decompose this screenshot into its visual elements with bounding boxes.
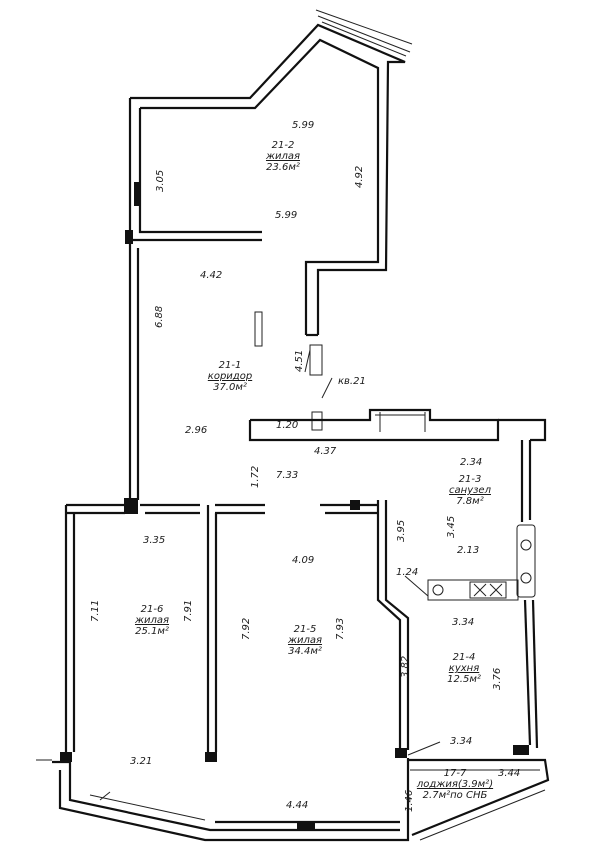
- room-number: 21-5: [293, 624, 317, 635]
- room-area: 23.6м²: [266, 162, 300, 173]
- room-number: 17-7: [443, 768, 467, 779]
- room-number: 21-4: [452, 652, 476, 663]
- room-number: 21-1: [218, 360, 242, 371]
- room-number: 21-6: [140, 604, 164, 615]
- dimension-label: 4.37: [314, 446, 337, 457]
- dimension-label: 7.33: [276, 470, 299, 481]
- dimension-label: 3.34: [452, 617, 475, 628]
- room-type: кухня: [448, 663, 480, 674]
- dimension-label: 7.92: [241, 617, 252, 640]
- dimension-label: 7.11: [90, 599, 101, 622]
- room-area: 2.7м²по СНБ: [422, 790, 488, 801]
- dimension-label: 4.09: [292, 555, 315, 566]
- dimension-label: 3.21: [130, 756, 153, 767]
- walls-bedrooms: [36, 498, 410, 842]
- room-21-2-label: 21-2 жилая 23.6м²: [266, 140, 300, 173]
- dimension-label: 2.34: [460, 457, 483, 468]
- room-number: 21-3: [458, 474, 482, 485]
- room-area: 7.8м²: [456, 496, 484, 507]
- room-21-5-label: 21-5 жилая 34.4м²: [288, 624, 322, 657]
- dimension-label: 4.44: [286, 800, 309, 811]
- room-21-3-label: 21-3 санузел 7.8м²: [449, 474, 491, 507]
- room-type: коридор: [207, 371, 253, 382]
- dimension-label: 3.35: [143, 535, 166, 546]
- room-type: жилая: [265, 151, 301, 162]
- walls-kitchen-21-4: [376, 500, 539, 755]
- dimension-label: 3.95: [396, 519, 407, 542]
- walls-room-21-2: [125, 9, 413, 337]
- dimension-label: 1.46: [404, 789, 415, 812]
- dimension-label: 3.76: [492, 667, 503, 690]
- dimension-label: 1.72: [250, 465, 261, 488]
- walls-loggia: [408, 758, 550, 841]
- room-type: жилая: [134, 615, 170, 626]
- room-number: 21-2: [271, 140, 295, 151]
- room-21-4-label: 21-4 кухня 12.5м²: [447, 652, 481, 685]
- leader-lines: [304, 349, 441, 756]
- dimension-label: 4.51: [294, 349, 305, 372]
- dimension-label: 7.91: [183, 599, 194, 622]
- dimension-label: 1.20: [276, 420, 299, 431]
- dimension-label: 4.42: [200, 270, 223, 281]
- dimension-label: 6.88: [154, 305, 165, 328]
- dimension-label: 1.24: [396, 567, 419, 578]
- room-21-6-label: 21-6 жилая 25.1м²: [135, 604, 169, 637]
- dimension-label: 3.34: [450, 736, 473, 747]
- walls-bath-block: [248, 408, 547, 522]
- room-type: лоджия(3.9м²): [416, 779, 494, 790]
- room-type: жилая: [287, 635, 323, 646]
- dimension-label: 5.99: [292, 120, 315, 131]
- dimension-label: 3.45: [446, 515, 457, 538]
- room-area: 34.4м²: [288, 646, 322, 657]
- room-area: 12.5м²: [447, 674, 481, 685]
- dimension-label: 5.99: [275, 210, 298, 221]
- dimension-label: 3.44: [498, 768, 521, 779]
- dimension-label: 2.96: [185, 425, 208, 436]
- dimension-label: 7.93: [335, 617, 346, 640]
- room-17-7-label: 17-7 лоджия(3.9м²) 2.7м²по СНБ: [417, 768, 493, 801]
- room-area: 25.1м²: [135, 626, 169, 637]
- room-area: 37.0м²: [213, 382, 247, 393]
- dimension-label: 2.13: [457, 545, 480, 556]
- room-21-1-label: 21-1 коридор 37.0м²: [208, 360, 252, 393]
- dimension-label: кв.21: [338, 376, 366, 387]
- dimension-label: 4.92: [354, 165, 365, 188]
- dimension-label: 3.05: [155, 169, 166, 192]
- dimension-label: 3.82: [400, 655, 411, 678]
- room-type: санузел: [449, 485, 491, 496]
